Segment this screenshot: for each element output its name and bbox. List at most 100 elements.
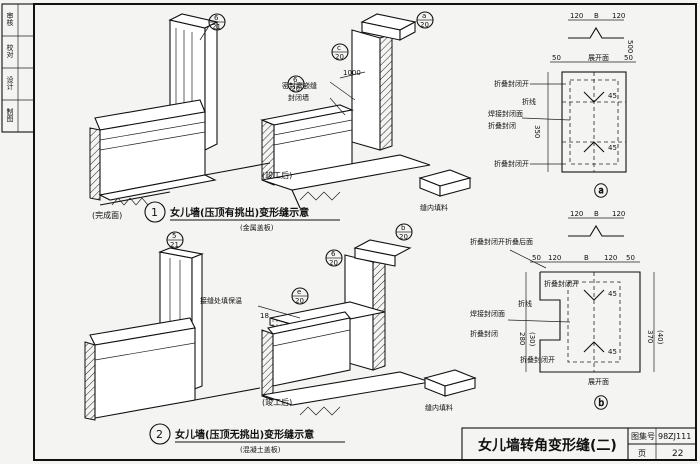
figure-1-ref-b: a 20 bbox=[416, 11, 434, 29]
figure-1-finished-view: (完成面) bbox=[89, 13, 271, 220]
figure-1-label-construction: (竣工后) bbox=[262, 170, 292, 180]
svg-text:20: 20 bbox=[295, 297, 304, 305]
svg-text:展开面: 展开面 bbox=[588, 378, 609, 386]
figure-1-subtitle: (金属盖板) bbox=[240, 223, 274, 232]
detail-a-label: ⓐ bbox=[594, 183, 608, 200]
svg-text:21: 21 bbox=[212, 23, 221, 31]
svg-text:展开面: 展开面 bbox=[588, 54, 609, 62]
sidebar-label-design: 设计 bbox=[6, 75, 14, 91]
svg-text:折叠封闭开: 折叠封闭开 bbox=[544, 279, 579, 288]
svg-text:50: 50 bbox=[624, 54, 633, 62]
svg-text:120: 120 bbox=[612, 12, 625, 20]
figure-1-label-seal: 密封膏嵌缝 bbox=[282, 81, 317, 90]
sheet-title: 女儿墙转角变形缝(二) bbox=[478, 437, 617, 454]
title-block: 女儿墙转角变形缝(二) 图集号 98ZJ111 页 22 bbox=[461, 427, 697, 461]
sidebar-label-check: 校对 bbox=[6, 43, 14, 58]
svg-text:焊接封闭面: 焊接封闭面 bbox=[488, 109, 523, 118]
drawing-no-label: 图集号 bbox=[631, 431, 655, 441]
svg-text:a: a bbox=[422, 12, 426, 20]
svg-text:120: 120 bbox=[612, 210, 625, 218]
svg-text:45: 45 bbox=[608, 348, 617, 356]
figure-2-ref-d: e 20 bbox=[291, 287, 309, 305]
svg-text:折叠封闭开折叠后面: 折叠封闭开折叠后面 bbox=[470, 237, 533, 246]
svg-text:b: b bbox=[401, 224, 406, 232]
svg-text:6: 6 bbox=[331, 250, 336, 258]
figure-1-ref-a: 6 21 bbox=[199, 13, 226, 41]
figure-2-label-block: 缝内填料 bbox=[425, 403, 453, 412]
figure-1-title: 女儿墙(压顶有挑出)变形缝示意 bbox=[170, 206, 309, 219]
svg-text:B: B bbox=[594, 210, 599, 218]
svg-text:20: 20 bbox=[329, 259, 338, 267]
drawing-no: 98ZJ111 bbox=[658, 432, 691, 441]
figure-2-dim-18: 18 bbox=[260, 312, 269, 320]
figure-1-label-block: 缝内填料 bbox=[420, 203, 448, 212]
figure-2-finished-view bbox=[84, 247, 261, 421]
svg-text:(40): (40) bbox=[656, 330, 664, 345]
figure-2-ref-a: 5 21 bbox=[166, 231, 184, 249]
svg-text:120: 120 bbox=[548, 254, 561, 262]
figure-2-label-construction: (竣工后) bbox=[262, 397, 292, 407]
svg-text:折线: 折线 bbox=[522, 97, 536, 106]
figure-1-caption: 1 女儿墙(压顶有挑出)变形缝示意 (金属盖板) bbox=[144, 201, 340, 232]
svg-text:(30): (30) bbox=[528, 332, 536, 347]
detail-a: 120 B 120 500 50 展开面 50 45 45 350 折叠封闭开 … bbox=[488, 12, 636, 200]
svg-text:45: 45 bbox=[608, 144, 617, 152]
figure-1-construction-view: 1000 密封膏嵌缝 封闭墙 (竣工后) bbox=[260, 13, 431, 209]
svg-text:21: 21 bbox=[170, 241, 179, 249]
svg-text:20: 20 bbox=[420, 21, 429, 29]
svg-text:120: 120 bbox=[570, 12, 583, 20]
approval-sidebar: 审核 校对 设计 制图 bbox=[1, 3, 35, 133]
svg-text:折叠封闭开: 折叠封闭开 bbox=[494, 159, 529, 168]
svg-text:50: 50 bbox=[552, 54, 561, 62]
svg-text:折叠封闭: 折叠封闭 bbox=[470, 329, 498, 338]
svg-text:45: 45 bbox=[608, 92, 617, 100]
svg-text:350: 350 bbox=[533, 125, 541, 138]
svg-text:焊接封闭面: 焊接封闭面 bbox=[470, 309, 505, 318]
svg-text:折叠封闭: 折叠封闭 bbox=[488, 121, 516, 130]
figure-2-ref-c: 6 20 bbox=[325, 249, 343, 267]
figure-1-finished-label: (完成面) bbox=[92, 210, 122, 220]
figure-1-ref-d: 6 20 bbox=[287, 75, 305, 93]
svg-text:45: 45 bbox=[608, 290, 617, 298]
sheet-border bbox=[33, 3, 697, 461]
figure-1-dim-1000: 1000 bbox=[343, 69, 361, 77]
svg-text:280: 280 bbox=[518, 332, 526, 345]
svg-text:折线: 折线 bbox=[518, 299, 532, 308]
svg-text:e: e bbox=[297, 288, 301, 296]
figure-2-ref-b: b 20 bbox=[395, 223, 413, 241]
svg-text:500: 500 bbox=[626, 40, 634, 53]
svg-text:20: 20 bbox=[399, 233, 408, 241]
svg-text:120: 120 bbox=[570, 210, 583, 218]
svg-text:120: 120 bbox=[604, 254, 617, 262]
svg-text:20: 20 bbox=[335, 53, 344, 61]
svg-text:1: 1 bbox=[151, 206, 158, 219]
figure-2-filler-block: 缝内填料 bbox=[423, 369, 477, 412]
sidebar-label-review: 审核 bbox=[6, 11, 14, 27]
svg-text:折叠封闭开: 折叠封闭开 bbox=[494, 79, 529, 88]
figure-2-label-board: 接缝处填保温 bbox=[200, 296, 242, 305]
figure-1-ref-c: c 20 bbox=[331, 43, 349, 61]
figure-1-label-sealed-wall: 封闭墙 bbox=[288, 93, 309, 102]
sidebar-label-drafting: 制图 bbox=[6, 107, 14, 123]
figure-2-subtitle: (混凝土盖板) bbox=[240, 445, 281, 454]
detail-b-label: ⓑ bbox=[594, 395, 608, 412]
svg-text:折叠封闭开: 折叠封闭开 bbox=[520, 355, 555, 364]
svg-text:5: 5 bbox=[172, 232, 176, 240]
svg-text:6: 6 bbox=[293, 76, 298, 84]
svg-text:6: 6 bbox=[214, 14, 219, 22]
figure-2-caption: 2 女儿墙(压顶无挑出)变形缝示意 (混凝土盖板) bbox=[149, 423, 345, 454]
page-label: 页 bbox=[638, 449, 646, 458]
figure-2-title: 女儿墙(压顶无挑出)变形缝示意 bbox=[175, 428, 314, 441]
figure-2-construction-view: 接缝处填保温 18 (竣工后) bbox=[200, 239, 431, 416]
svg-text:B: B bbox=[584, 254, 589, 262]
figure-1-filler-block: 缝内填料 bbox=[418, 169, 472, 212]
svg-text:B: B bbox=[594, 12, 599, 20]
page-no: 22 bbox=[672, 449, 683, 459]
svg-text:c: c bbox=[337, 44, 341, 52]
detail-b: 120 B 120 50 120 B 120 50 45 45 280 (30)… bbox=[470, 210, 664, 412]
svg-text:50: 50 bbox=[532, 254, 541, 262]
svg-text:370: 370 bbox=[646, 330, 654, 343]
svg-text:2: 2 bbox=[156, 428, 163, 441]
svg-text:50: 50 bbox=[626, 254, 635, 262]
